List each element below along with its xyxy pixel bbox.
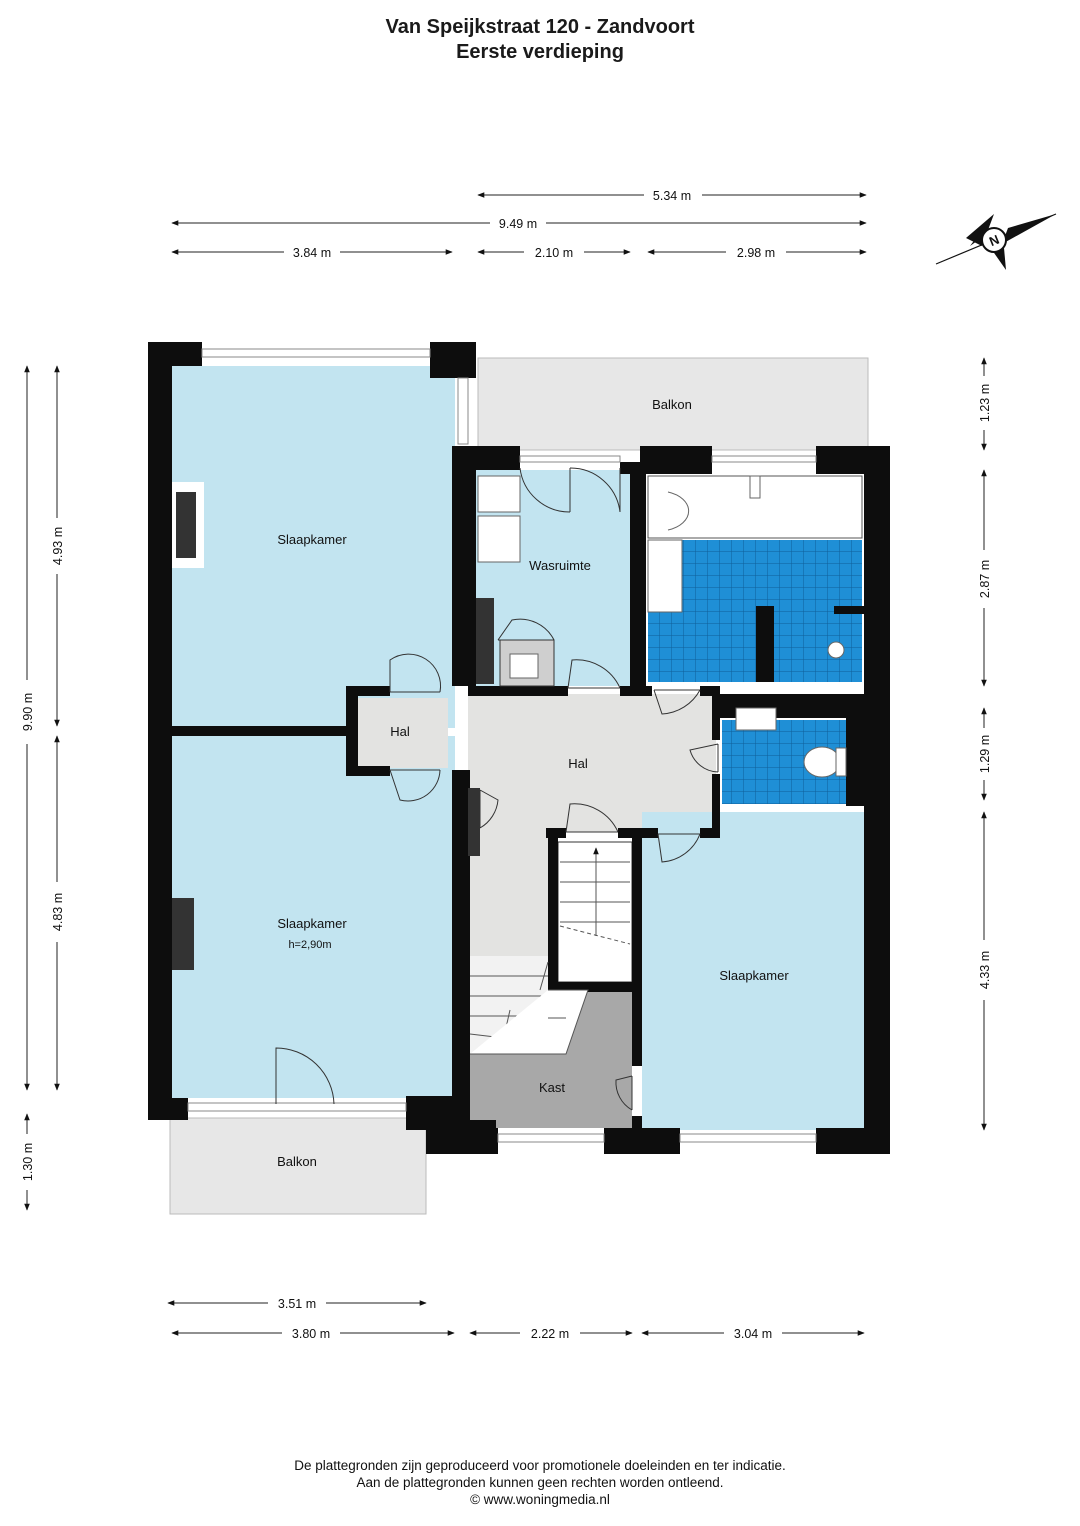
dim-left-lower: 4.83 m bbox=[51, 893, 65, 931]
dim-left-balcony: 1.30 m bbox=[21, 1143, 35, 1181]
bathroom-tiles bbox=[648, 540, 862, 682]
label-bedroom-bottom-left: Slaapkamer bbox=[277, 916, 347, 931]
hall-small-floor bbox=[358, 698, 448, 768]
dim-top-overall-right: 5.34 m bbox=[653, 189, 691, 203]
dim-bottom-middle: 2.22 m bbox=[531, 1327, 569, 1341]
dim-bottom-left: 3.80 m bbox=[292, 1327, 330, 1341]
label-hall-main: Hal bbox=[568, 756, 588, 771]
label-laundry: Wasruimte bbox=[529, 558, 591, 573]
label-bedroom-height: h=2,90m bbox=[288, 939, 331, 951]
dim-right-bedroom: 4.33 m bbox=[978, 951, 992, 989]
room-floors bbox=[169, 357, 869, 1215]
dim-top-total: 9.49 m bbox=[499, 217, 537, 231]
dim-right-bathroom: 2.87 m bbox=[978, 560, 992, 598]
plan-title-floor: Eerste verdieping bbox=[456, 41, 624, 63]
dim-top-left: 3.84 m bbox=[293, 246, 331, 260]
dim-top-right: 2.98 m bbox=[737, 246, 775, 260]
chimneys bbox=[172, 482, 494, 970]
bedroom-top-left-floor bbox=[172, 366, 455, 728]
fixtures bbox=[477, 475, 847, 778]
label-balcony-top: Balkon bbox=[652, 397, 692, 412]
dim-right-balcony: 1.23 m bbox=[978, 384, 992, 422]
compass-icon: N bbox=[935, 213, 1057, 270]
dim-left-total: 9.90 m bbox=[21, 693, 35, 731]
windows bbox=[187, 348, 817, 1143]
label-bedroom-right: Slaapkamer bbox=[719, 968, 789, 983]
dim-left-upper: 4.93 m bbox=[51, 527, 65, 565]
label-closet: Kast bbox=[539, 1080, 565, 1095]
stairs bbox=[469, 847, 631, 1055]
dim-bottom-balcony: 3.51 m bbox=[278, 1297, 316, 1311]
label-balcony-bottom: Balkon bbox=[277, 1154, 317, 1169]
dimension-lines bbox=[24, 192, 987, 1336]
label-hall-small: Hal bbox=[390, 724, 410, 739]
dim-top-middle: 2.10 m bbox=[535, 246, 573, 260]
walls bbox=[148, 342, 890, 1154]
label-bedroom-top-left: Slaapkamer bbox=[277, 532, 347, 547]
plan-title-address: Van Speijkstraat 120 - Zandvoort bbox=[385, 16, 695, 38]
copyright-line: © www.woningmedia.nl bbox=[470, 1492, 610, 1507]
dim-right-toilet: 1.29 m bbox=[978, 735, 992, 773]
hall-main-floor bbox=[468, 694, 716, 956]
stair-upper-floor bbox=[557, 841, 633, 983]
dim-bottom-right: 3.04 m bbox=[734, 1327, 772, 1341]
bedroom-right-floor bbox=[642, 812, 864, 1130]
disclaimer-line-1: De plattegronden zijn geproduceerd voor … bbox=[294, 1458, 786, 1473]
balcony-bottom-floor bbox=[169, 1117, 427, 1215]
disclaimer-line-2: Aan de plattegronden kunnen geen rechten… bbox=[356, 1475, 724, 1490]
bedroom-bottom-left-floor bbox=[172, 736, 455, 1098]
closet-floor bbox=[470, 990, 632, 1128]
balcony-top-floor bbox=[477, 357, 869, 451]
